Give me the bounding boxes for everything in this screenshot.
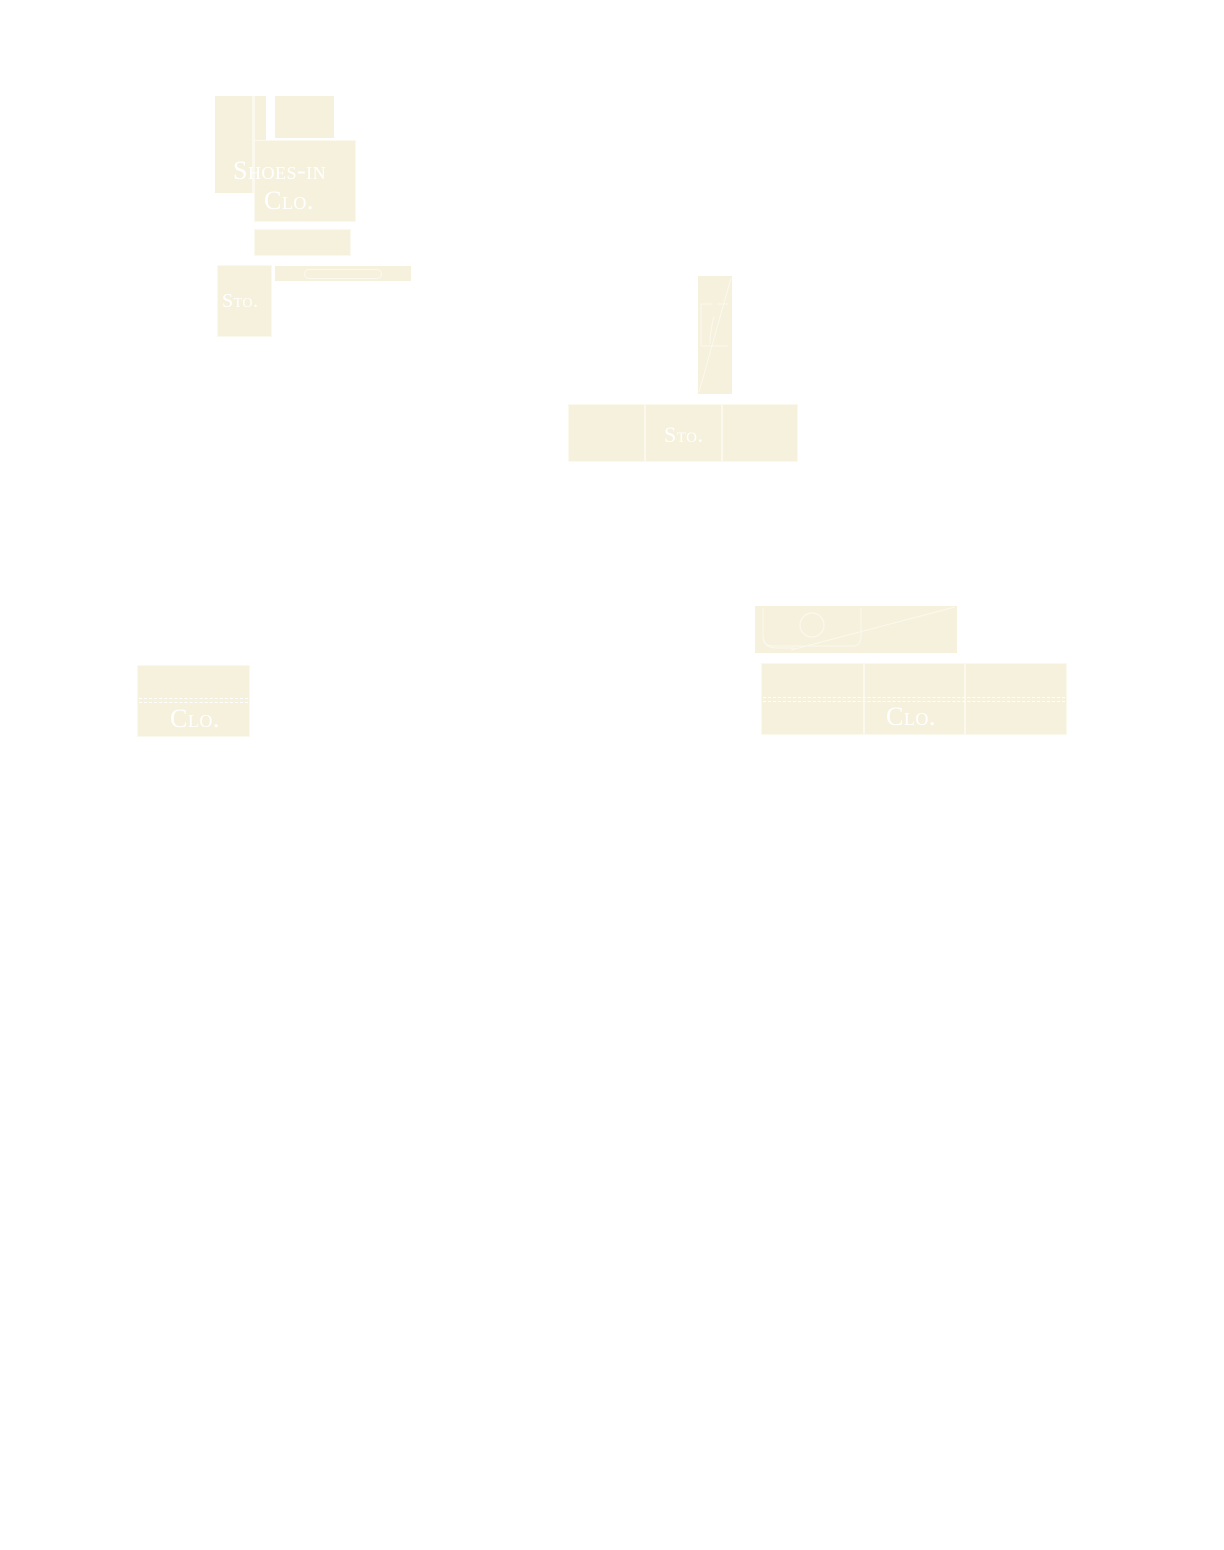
entry-cabinet-upper bbox=[275, 96, 334, 138]
closet-right-rail-1 bbox=[763, 697, 1065, 698]
storage-row-cell-3 bbox=[722, 404, 798, 462]
storage-left-label: Sto. bbox=[222, 290, 259, 312]
closet-right-cell-3 bbox=[965, 663, 1067, 735]
shoes-in-closet-label: Clo. bbox=[264, 186, 314, 215]
closet-left-rail-2 bbox=[139, 702, 248, 703]
closet-left-rail-1 bbox=[139, 698, 248, 699]
entry-bench bbox=[254, 229, 351, 256]
closet-right-rail-2 bbox=[763, 701, 1065, 702]
closet-right-cell-2 bbox=[864, 663, 965, 735]
storage-row-cell-1 bbox=[568, 404, 645, 462]
shoes-in-label: Shoes-in bbox=[233, 156, 327, 185]
narrow-cabinet-door-swing bbox=[698, 277, 732, 393]
closet-left bbox=[137, 665, 250, 737]
closet-left-label: Clo. bbox=[170, 704, 220, 733]
wall-shelf-inset bbox=[304, 269, 382, 279]
storage-row-label: Sto. bbox=[664, 422, 704, 447]
vanity-sink-icon bbox=[762, 606, 956, 651]
storage-row-cell-2 bbox=[645, 404, 722, 462]
entry-cabinet-divider bbox=[252, 96, 255, 193]
closet-right-cell-1 bbox=[761, 663, 864, 735]
storage-unit-left bbox=[217, 265, 272, 337]
closet-right-label: Clo. bbox=[886, 702, 936, 731]
shoes-in-closet bbox=[254, 140, 356, 222]
